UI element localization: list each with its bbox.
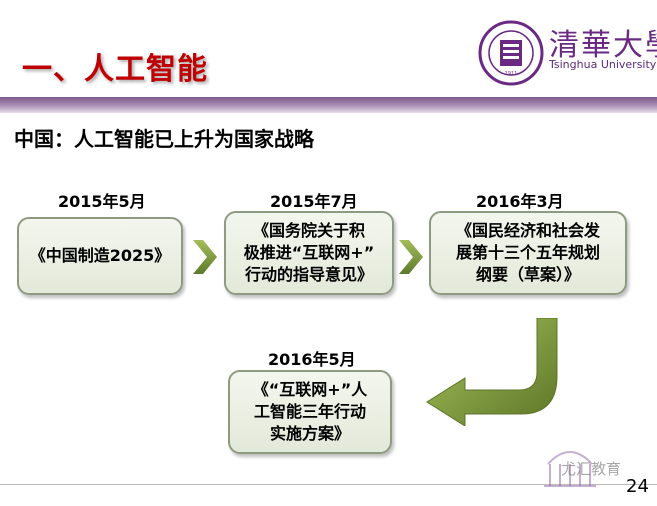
timeline-date-2: 2015年7月	[270, 192, 358, 211]
chevron-right-icon	[193, 240, 217, 274]
policy-box-3-line: 纲要（草案）》	[475, 265, 580, 284]
footer-divider	[0, 484, 657, 485]
policy-box-2-line: 极推进“互联网+”	[243, 243, 375, 262]
logo-name-en: Tsinghua University	[549, 58, 657, 71]
policy-box-1-line: 《中国制造2025》	[29, 246, 171, 265]
curved-arrow-icon	[426, 318, 558, 426]
policy-box-4-line: 实施方案》	[269, 424, 350, 443]
policy-box-3-line: 展第十三个五年规划	[455, 243, 600, 262]
timeline-date-4: 2016年5月	[268, 350, 356, 369]
policy-box-3: 《国民经济和社会发 展第十三个五年规划 纲要（草案）》	[429, 211, 627, 295]
tsinghua-seal-icon: 1911	[478, 20, 544, 86]
timeline-date-3: 2016年3月	[476, 192, 564, 211]
slide-subtitle: 中国：人工智能已上升为国家战略	[14, 127, 314, 151]
policy-box-1: 《中国制造2025》	[17, 217, 183, 295]
header-divider-bar	[0, 97, 657, 113]
timeline-date-1: 2015年5月	[58, 192, 146, 211]
policy-box-2-line: 《国务院关于积	[252, 221, 365, 240]
policy-box-4-line: 《“互联网+”人	[252, 380, 368, 399]
watermark-building-icon	[544, 451, 596, 487]
slide-title: 一、人工智能	[22, 52, 208, 87]
policy-box-2-line: 行动的指导意见》	[244, 265, 373, 284]
policy-box-2: 《国务院关于积 极推进“互联网+” 行动的指导意见》	[224, 211, 394, 295]
svg-text:1911: 1911	[505, 71, 518, 77]
chevron-right-icon	[399, 240, 423, 274]
policy-box-4: 《“互联网+”人 工智能三年行动 实施方案》	[228, 370, 392, 454]
page-number: 24	[626, 476, 649, 497]
policy-box-3-line: 《国民经济和社会发	[455, 221, 600, 240]
logo-name-cn: 清華大學	[549, 28, 657, 63]
policy-box-4-line: 工智能三年行动	[253, 402, 366, 421]
watermark-text: 尤汇教育	[561, 460, 622, 478]
